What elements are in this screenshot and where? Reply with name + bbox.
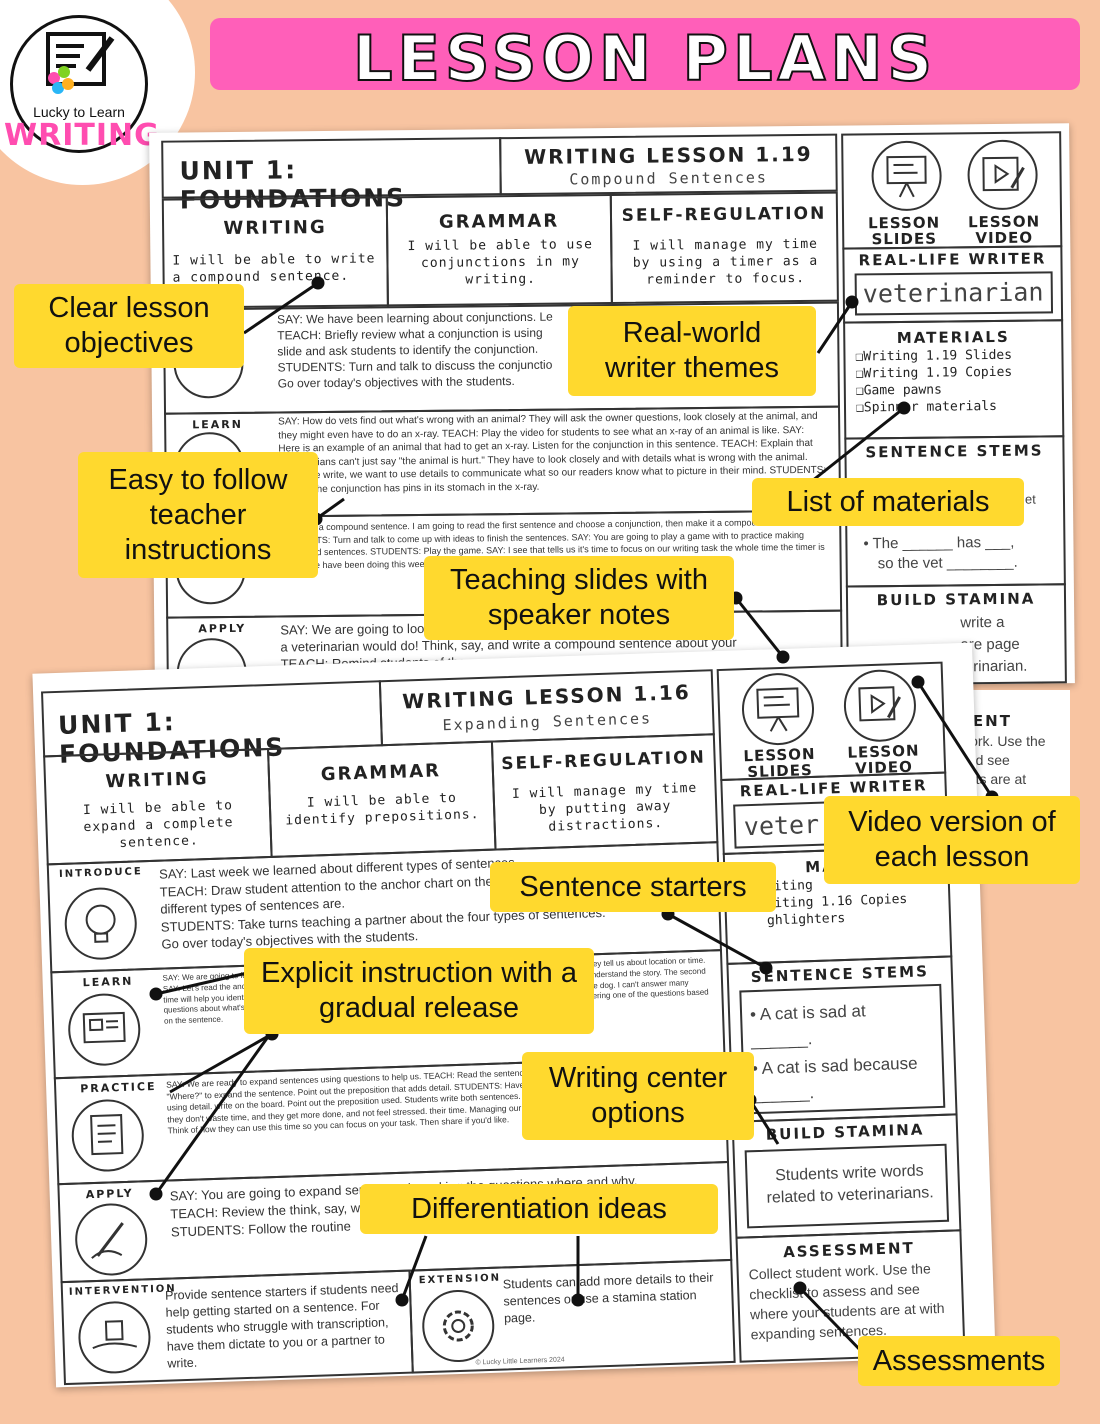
learn-row: LEARN SAY: We are going to learn about p… xyxy=(50,949,726,1080)
introduce-icon xyxy=(63,886,138,961)
callout-writing-center: Writing center options xyxy=(522,1052,754,1140)
callout-assessments: Assessments xyxy=(858,1336,1060,1386)
notebook-pencil-icon xyxy=(46,32,115,94)
logo-wordmark: WRITING xyxy=(4,118,160,153)
resources-box: LESSON SLIDES LESSON VIDEO xyxy=(716,661,947,781)
apply-row: APPLY SAY: You are going to expand sente… xyxy=(57,1160,733,1284)
gear-icon xyxy=(442,1310,474,1342)
callout-teaching-slides: Teaching slides with speaker notes xyxy=(424,556,734,640)
callout-lesson-objectives: Clear lesson objectives xyxy=(14,284,244,368)
apply-icon xyxy=(74,1202,149,1277)
extension-icon xyxy=(421,1288,496,1364)
resources-box: LESSON SLIDES LESSON VIDEO xyxy=(841,131,1063,250)
callout-real-world-themes: Real-world writer themes xyxy=(568,306,816,396)
hand-writing-icon xyxy=(91,1222,124,1259)
intervention-icon xyxy=(77,1300,152,1375)
video-icon xyxy=(842,668,918,743)
worksheet-icon xyxy=(90,1114,124,1156)
practice-row: PRACTICE SAY: We are ready to expand sen… xyxy=(53,1055,730,1186)
slides-icon xyxy=(740,671,816,747)
helping-hand-icon xyxy=(92,1320,138,1350)
callout-teacher-instructions: Easy to follow teacher instructions xyxy=(78,452,318,578)
whiteboard-icon xyxy=(82,1011,126,1044)
back-lesson-sheet: UNIT 1: FOUNDATIONS WRITING LESSON 1.19 … xyxy=(149,123,1075,709)
learn-icon xyxy=(67,992,142,1067)
presentation-board-icon xyxy=(756,687,800,732)
practice-icon xyxy=(70,1098,145,1173)
callout-differentiation: Differentiation ideas xyxy=(360,1184,718,1234)
video-pencil-icon xyxy=(982,156,1025,192)
callout-video: Video version of each lesson xyxy=(824,796,1080,884)
video-icon xyxy=(967,139,1038,211)
presentation-board-icon xyxy=(886,155,927,198)
front-lesson-sheet: UNIT 1: FOUNDATIONS WRITING LESSON 1.16 … xyxy=(32,642,996,1388)
callout-sentence-starters: Sentence starters xyxy=(490,862,776,912)
title-banner: LESSON PLANS xyxy=(210,18,1080,96)
extension-row: EXTENSION Students can add more details … xyxy=(408,1258,736,1374)
introduce-row: INTRODUCE SAY: Last week we learned abou… xyxy=(46,841,722,974)
slides-icon xyxy=(871,140,942,212)
logo-tagline: Lucky to Learn xyxy=(33,104,125,120)
callout-materials: List of materials xyxy=(752,478,1024,526)
page-title: LESSON PLANS xyxy=(352,21,938,96)
lightbulb-icon xyxy=(85,904,116,943)
intervention-row: INTERVENTION Provide sentence starters i… xyxy=(60,1269,414,1386)
video-pencil-icon xyxy=(858,686,901,722)
callout-explicit-instruction: Explicit instruction with a gradual rele… xyxy=(244,948,594,1034)
